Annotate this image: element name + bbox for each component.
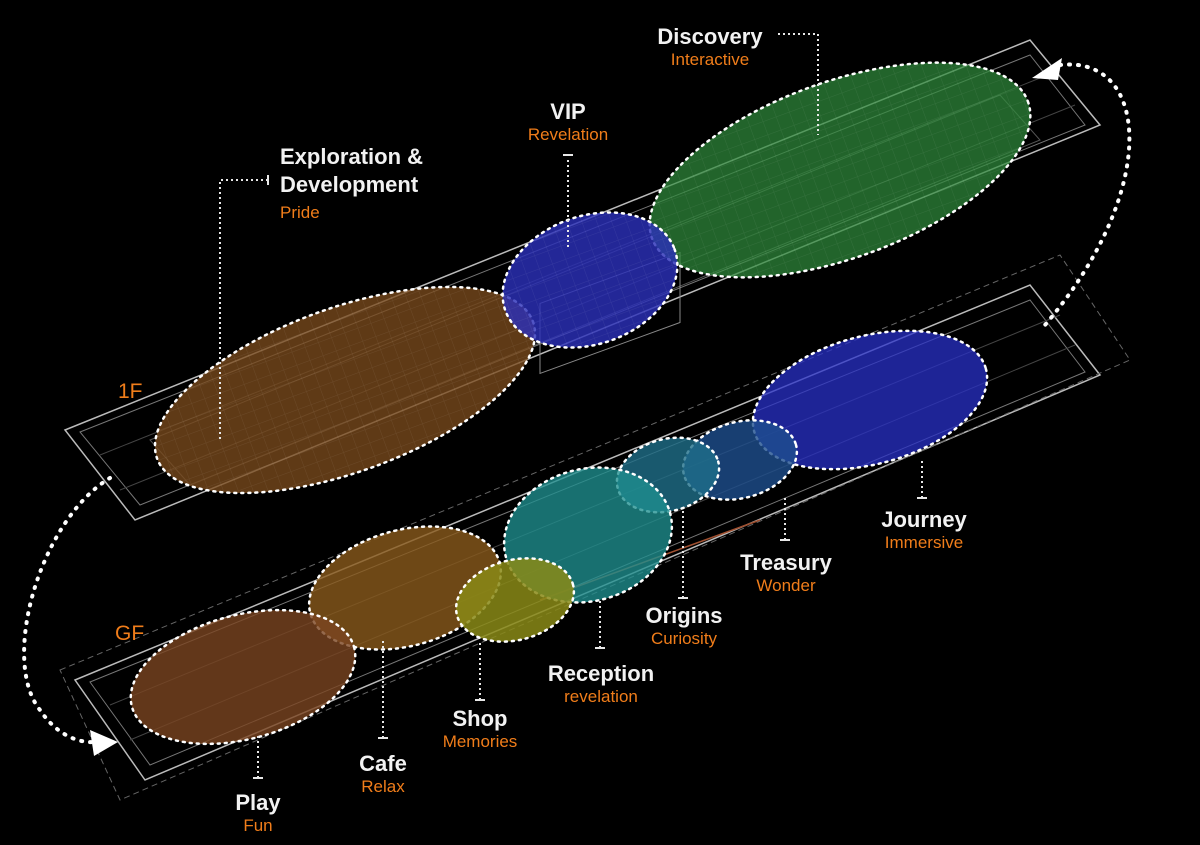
- zone-title: Exploration & Development: [280, 144, 424, 197]
- zone-label-journey: Journey Immersive: [870, 507, 978, 553]
- zone-title: VIP: [550, 99, 586, 124]
- zone-subtitle: Pride: [280, 203, 320, 222]
- zone-title: Reception: [547, 661, 655, 686]
- zone-title: Treasury: [740, 550, 832, 575]
- floor-label-gf: GF: [115, 622, 145, 645]
- zone-exploration-ellipse: [153, 285, 537, 495]
- zone-label-vip: VIP Revelation: [518, 99, 618, 145]
- zone-title: Journey: [881, 507, 967, 532]
- zone-label-origins: Origins Curiosity: [632, 603, 736, 649]
- zone-label-exploration: Exploration & Development Pride: [280, 143, 423, 223]
- zone-title: Origins: [645, 603, 723, 628]
- leader-end-caps: [253, 154, 927, 779]
- zone-subtitle: Memories: [442, 732, 518, 751]
- floor-label-1f: 1F: [118, 380, 143, 403]
- zone-label-play: Play Fun: [218, 790, 298, 836]
- zone-play-ellipse: [129, 608, 357, 746]
- zone-title: Cafe: [359, 751, 407, 776]
- zone-shop-ellipse: [454, 557, 576, 643]
- zone-label-discovery: Discovery Interactive: [648, 24, 772, 70]
- arrow-head-icon: [90, 730, 118, 756]
- zone-vip-ellipse: [501, 211, 679, 349]
- zone-label-cafe: Cafe Relax: [343, 751, 423, 797]
- zone-title: Shop: [452, 706, 508, 731]
- arrow-head-icon: [1032, 58, 1062, 80]
- zone-subtitle: Fun: [243, 816, 273, 835]
- zone-title: Discovery: [657, 24, 763, 49]
- zone-subtitle: Interactive: [670, 50, 750, 69]
- zone-label-treasury: Treasury Wonder: [732, 550, 840, 596]
- zone-subtitle: Curiosity: [650, 629, 718, 648]
- zone-subtitle: revelation: [564, 687, 638, 706]
- zone-title: Play: [235, 790, 281, 815]
- zone-subtitle: Wonder: [756, 576, 816, 595]
- zone-subtitle: Immersive: [884, 533, 964, 552]
- zone-subtitle: Relax: [361, 777, 405, 796]
- leader-lines: [219, 33, 923, 778]
- circulation-path: [22, 62, 1132, 745]
- zone-subtitle: Revelation: [527, 125, 609, 144]
- zone-label-shop: Shop Memories: [430, 706, 530, 752]
- zone-label-reception: Reception revelation: [538, 661, 664, 707]
